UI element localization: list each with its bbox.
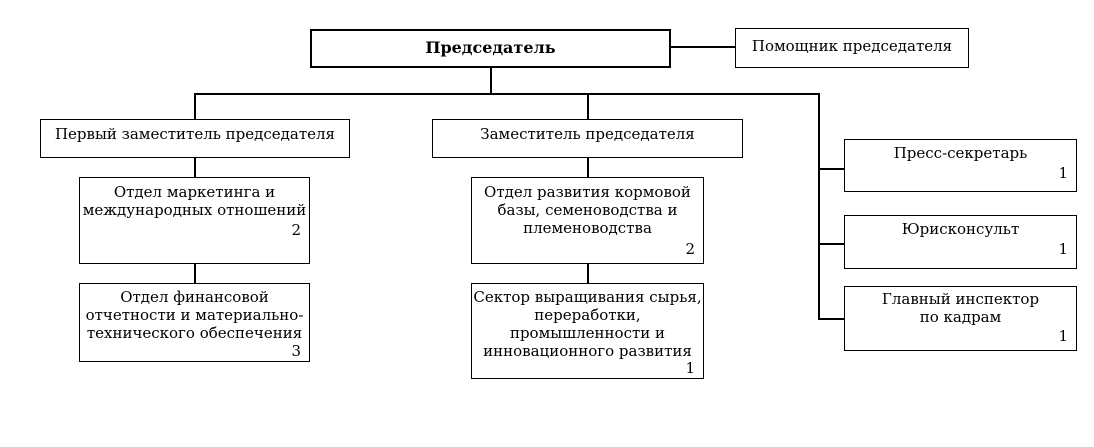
- connector-legal-adviser: [818, 243, 845, 245]
- legal-adviser-count: 1: [1058, 240, 1068, 258]
- connector-marketing-finance: [194, 263, 196, 284]
- connector-first-deputy-marketing: [194, 157, 196, 178]
- marketing-dept-line-2: международных отношений: [82, 201, 307, 219]
- raw-sector-line-2: переработки,: [534, 306, 641, 324]
- raw-sector-line-1: Сектор выращивания сырья,: [473, 288, 702, 306]
- connector-first-deputy: [194, 93, 196, 120]
- feed-dept-count: 2: [685, 240, 695, 258]
- legal-adviser-box: Юрисконсульт 1: [844, 215, 1077, 269]
- hr-inspector-box: Главный инспектор по кадрам 1: [844, 286, 1077, 351]
- finance-dept-count: 3: [291, 342, 301, 360]
- connector-chairman-assistant: [670, 46, 736, 48]
- connector-chairman-down: [490, 67, 492, 94]
- raw-sector-line-4: инновационного развития: [483, 342, 692, 360]
- feed-dept-line-1: Отдел развития кормовой: [484, 183, 691, 201]
- finance-dept-line-1: Отдел финансовой: [120, 288, 269, 306]
- assistant-label: Помощник председателя: [751, 37, 953, 55]
- connector-deputy-feed: [587, 157, 589, 178]
- press-secretary-label: Пресс-секретарь: [893, 144, 1028, 162]
- feed-dept-line-3: племеноводства: [523, 219, 652, 237]
- finance-dept-line-3: технического обеспечения: [86, 324, 303, 342]
- press-secretary-box: Пресс-секретарь 1: [844, 139, 1077, 192]
- finance-dept-box: Отдел финансовой отчетности и материальн…: [79, 283, 310, 362]
- connector-right-trunk: [818, 93, 820, 319]
- connector-top-bus: [194, 93, 819, 95]
- first-deputy-box: Первый заместитель председателя: [40, 119, 350, 158]
- legal-adviser-label: Юрисконсульт: [901, 220, 1020, 238]
- raw-sector-line-3: промышленности и: [509, 324, 666, 342]
- raw-sector-box: Сектор выращивания сырья, переработки, п…: [471, 283, 704, 379]
- hr-inspector-line-2: по кадрам: [919, 308, 1002, 326]
- marketing-dept-count: 2: [291, 221, 301, 239]
- chairman-box: Председатель: [310, 29, 671, 68]
- connector-deputy: [587, 93, 589, 120]
- deputy-label: Заместитель председателя: [480, 125, 695, 143]
- connector-hr-inspector: [818, 318, 845, 320]
- marketing-dept-box: Отдел маркетинга и международных отношен…: [79, 177, 310, 264]
- feed-dept-line-2: базы, семеноводства и: [497, 201, 678, 219]
- hr-inspector-count: 1: [1058, 327, 1068, 345]
- hr-inspector-line-1: Главный инспектор: [881, 290, 1040, 308]
- connector-feed-raw: [587, 263, 589, 284]
- raw-sector-count: 1: [685, 359, 695, 377]
- press-secretary-count: 1: [1058, 164, 1068, 182]
- finance-dept-line-2: отчетности и материально-: [85, 306, 304, 324]
- chairman-label: Председатель: [425, 38, 556, 57]
- first-deputy-label: Первый заместитель председателя: [54, 125, 336, 143]
- connector-press-secretary: [818, 168, 845, 170]
- deputy-box: Заместитель председателя: [432, 119, 743, 158]
- feed-dept-box: Отдел развития кормовой базы, семеноводс…: [471, 177, 704, 264]
- marketing-dept-line-1: Отдел маркетинга и: [113, 183, 276, 201]
- assistant-box: Помощник председателя: [735, 28, 969, 68]
